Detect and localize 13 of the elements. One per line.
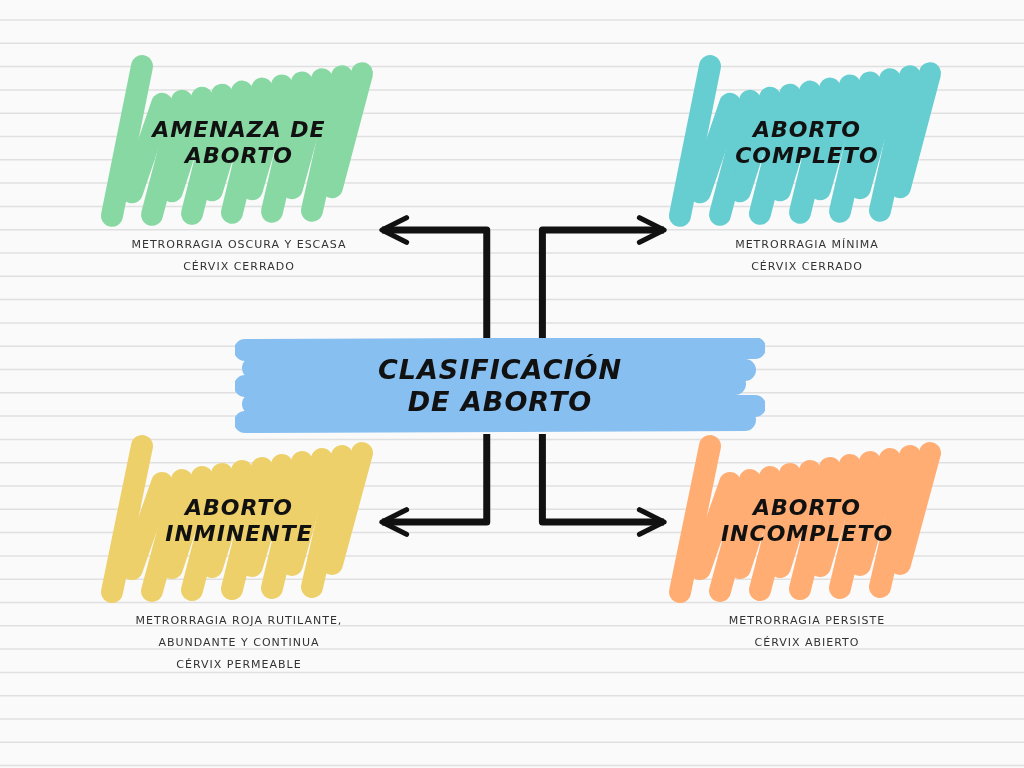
note-text: METRORRAGIA MÍNIMA	[735, 237, 879, 253]
node-title: ABORTO INCOMPLETO	[719, 494, 895, 548]
node-title: ABORTO INMINENTE	[164, 494, 314, 548]
note-text: CÉRVIX CERRADO	[183, 259, 295, 275]
node-title: AMENAZA DE ABORTO	[150, 116, 327, 170]
note-text: METRORRAGIA OSCURA Y ESCASA	[131, 237, 347, 253]
note-text: METRORRAGIA PERSISTE	[728, 613, 886, 629]
note-text: CÉRVIX ABIERTO	[754, 635, 860, 651]
node-title: CLASIFICACIÓN DE ABORTO	[376, 353, 624, 419]
note-text: CÉRVIX PERMEABLE	[176, 657, 302, 673]
note-text: CÉRVIX CERRADO	[751, 259, 863, 275]
note-text: METRORRAGIA ROJA RUTILANTE, ABUNDANTE Y CONTINUA	[134, 613, 344, 651]
node-title: ABORTO COMPLETO	[734, 116, 880, 170]
